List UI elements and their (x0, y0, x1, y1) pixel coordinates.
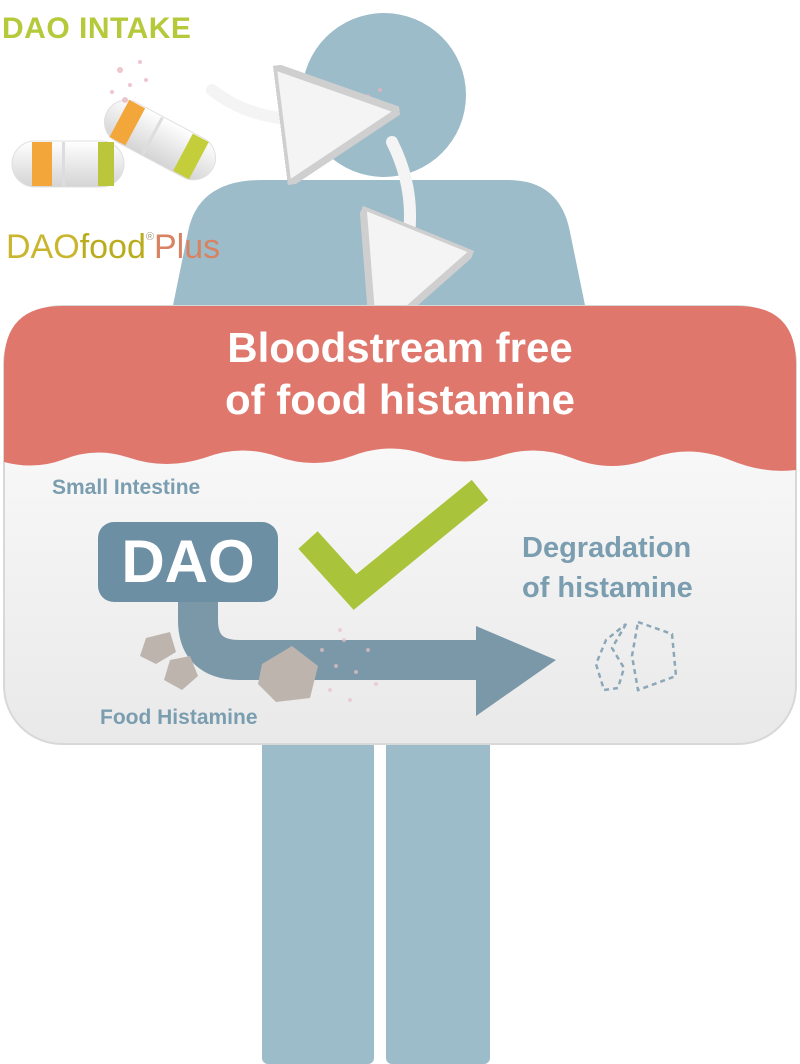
degradation-label: Degradation of histamine (522, 528, 693, 608)
capsule-icon (103, 99, 217, 181)
headline-line-2: of food histamine (225, 376, 575, 423)
degraded-histamine-icon (594, 620, 678, 692)
degradation-arrow (178, 598, 556, 716)
brand-plus: Plus (153, 228, 221, 266)
brand-registered-mark: ® (145, 231, 154, 243)
dao-intake-title: DAO INTAKE (2, 12, 192, 45)
degradation-line-2: of histamine (522, 572, 693, 604)
dao-enzyme-box (98, 522, 278, 602)
food-histamine-label: Food Histamine (100, 706, 258, 729)
left-leg-shape (262, 720, 374, 1064)
checkmark-icon (298, 479, 489, 610)
swallow-arrow (392, 136, 410, 284)
daofood-plus-logo: DAOfood®Plus (6, 228, 220, 267)
histamine-molecule-icon (140, 632, 318, 702)
intake-arrow (206, 90, 340, 120)
bloodstream-band (4, 306, 796, 471)
headline-line-1: Bloodstream free (227, 324, 573, 371)
bloodstream-headline: Bloodstream free of food histamine (0, 322, 800, 426)
brand-food: food (79, 228, 146, 266)
right-leg-shape (386, 720, 490, 1064)
capsule-icon (11, 140, 125, 188)
degradation-line-1: Degradation (522, 532, 692, 564)
torso-shape (170, 180, 588, 320)
dao-enzyme-label: DAO (121, 528, 255, 595)
small-intestine-label: Small Intestine (52, 476, 201, 499)
dissolving-particles (320, 628, 378, 702)
brand-dao: DAO (6, 228, 80, 266)
head-shape (302, 13, 466, 177)
